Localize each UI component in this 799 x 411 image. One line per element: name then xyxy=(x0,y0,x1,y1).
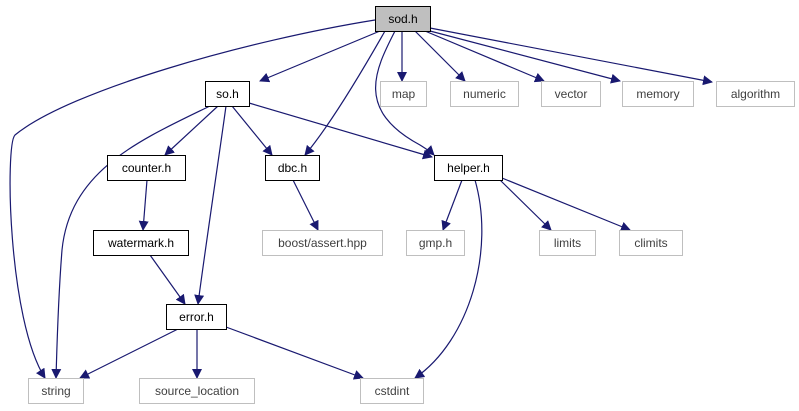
node-box xyxy=(265,155,320,181)
node-box xyxy=(539,230,596,256)
node-label: sod.h xyxy=(388,12,417,26)
node-so-h[interactable]: so.h xyxy=(205,81,250,107)
edge-so-h-to-dbc-h xyxy=(231,105,273,156)
node-box xyxy=(139,378,255,404)
node-label: gmp.h xyxy=(419,236,452,250)
node-label: so.h xyxy=(216,87,239,101)
node-box xyxy=(434,155,503,181)
edge-helper-h-to-gmp-h xyxy=(441,179,463,231)
edge-helper-h-to-cstdint xyxy=(414,179,483,379)
edge-helper-h-to-limits xyxy=(499,179,552,231)
node-box xyxy=(622,81,694,107)
edge-so-h-to-error-h xyxy=(194,105,227,305)
node-dbc-h[interactable]: dbc.h xyxy=(265,155,320,181)
edge-sod-h-to-vector xyxy=(424,30,545,83)
node-boost-assert: boost/assert.hpp xyxy=(262,230,383,256)
edge-dbc-h-to-boost-assert xyxy=(292,179,319,231)
edge-sod-h-to-memory xyxy=(429,30,621,84)
node-label: counter.h xyxy=(122,161,171,175)
node-box xyxy=(380,81,427,107)
node-memory: memory xyxy=(622,81,694,107)
edge-sod-h-to-numeric xyxy=(414,30,466,82)
node-counter-h[interactable]: counter.h xyxy=(107,155,186,181)
node-cstdint: cstdint xyxy=(360,378,424,404)
node-label: boost/assert.hpp xyxy=(278,236,367,250)
node-watermark-h[interactable]: watermark.h xyxy=(93,230,189,256)
node-label: algorithm xyxy=(731,87,780,101)
edge-sod-h-to-algorithm xyxy=(429,27,713,86)
node-map: map xyxy=(380,81,427,107)
edge-so-h-to-helper-h xyxy=(248,102,433,160)
node-label: string xyxy=(41,384,70,398)
edge-helper-h-to-climits xyxy=(501,177,631,232)
node-box xyxy=(93,230,189,256)
node-label: memory xyxy=(636,87,679,101)
node-box xyxy=(205,81,250,107)
node-source-location: source_location xyxy=(139,378,255,404)
node-numeric: numeric xyxy=(450,81,519,107)
node-helper-h[interactable]: helper.h xyxy=(434,155,503,181)
node-box xyxy=(619,230,683,256)
node-gmp-h: gmp.h xyxy=(406,230,465,256)
node-label: helper.h xyxy=(447,161,490,175)
node-box xyxy=(375,6,431,32)
node-label: error.h xyxy=(179,310,214,324)
node-algorithm: algorithm xyxy=(716,81,795,107)
node-vector: vector xyxy=(541,81,601,107)
node-box xyxy=(28,378,84,404)
node-box xyxy=(107,155,186,181)
nodes: sod.h so.h map numeric vector memory algorithm… xyxy=(28,6,795,404)
node-box xyxy=(262,230,383,256)
node-label: climits xyxy=(634,236,667,250)
edge-error-h-to-cstdint xyxy=(225,326,364,380)
edges xyxy=(9,19,713,380)
node-label: vector xyxy=(555,87,588,101)
node-box xyxy=(541,81,601,107)
node-climits: climits xyxy=(619,230,683,256)
node-sod-h[interactable]: sod.h xyxy=(375,6,431,32)
edge-error-h-to-string xyxy=(79,328,179,379)
node-string: string xyxy=(28,378,84,404)
edge-watermark-h-to-error-h xyxy=(149,254,186,305)
node-label: limits xyxy=(554,236,581,250)
node-box xyxy=(406,230,465,256)
node-label: numeric xyxy=(463,87,506,101)
node-limits: limits xyxy=(539,230,596,256)
node-label: map xyxy=(392,87,416,101)
node-label: source_location xyxy=(155,384,239,398)
edge-sod-h-to-string xyxy=(9,19,376,379)
edge-sod-h-to-so-h xyxy=(259,30,381,83)
edge-sod-h-to-dbc-h xyxy=(304,30,386,156)
node-label: cstdint xyxy=(375,384,410,398)
node-box xyxy=(360,378,424,404)
edge-counter-h-to-watermark-h xyxy=(138,179,149,231)
node-box xyxy=(450,81,519,107)
node-error-h[interactable]: error.h xyxy=(166,304,227,330)
edge-so-h-to-string xyxy=(51,105,211,379)
node-label: dbc.h xyxy=(278,161,307,175)
node-label: watermark.h xyxy=(107,236,174,250)
node-box xyxy=(716,81,795,107)
edge-so-h-to-counter-h xyxy=(164,105,219,156)
node-box xyxy=(166,304,227,330)
